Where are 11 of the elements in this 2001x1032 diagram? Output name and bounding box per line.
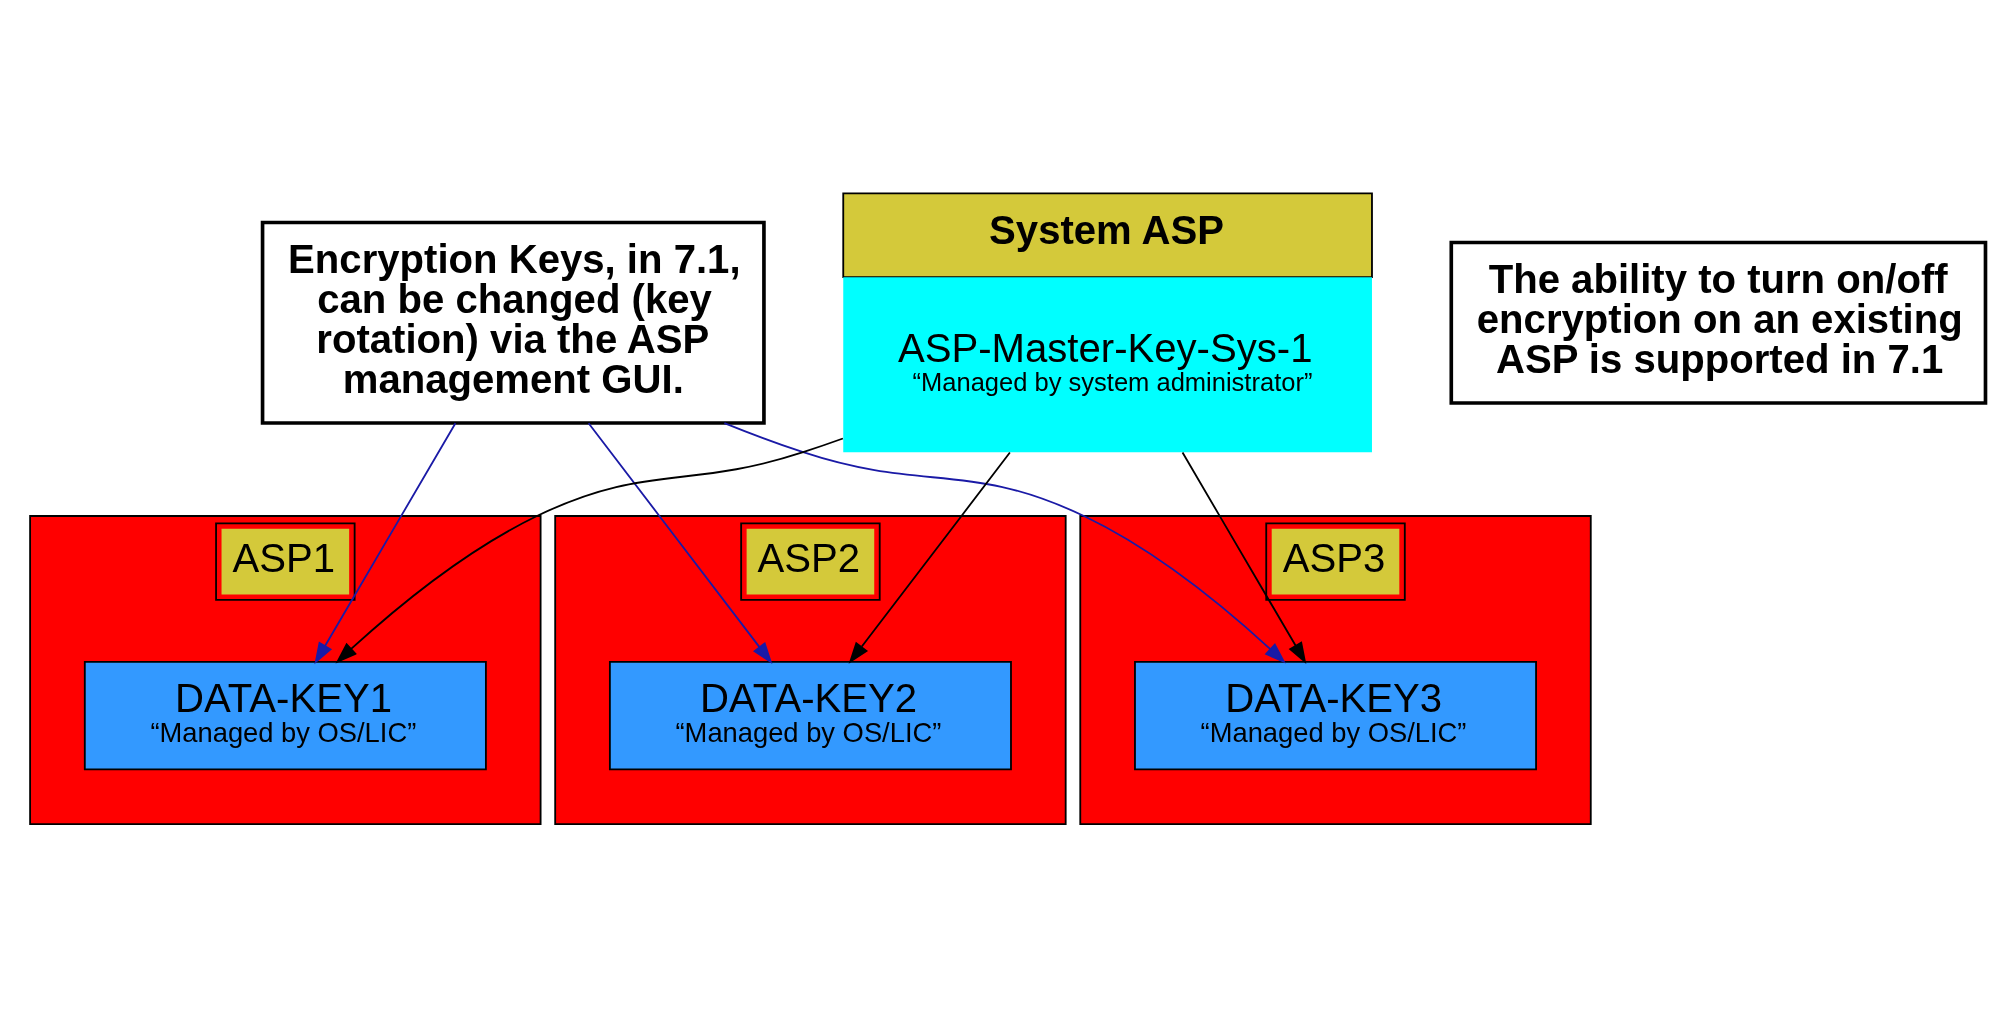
arrow xyxy=(587,422,773,664)
arrow xyxy=(848,451,1011,664)
node-box: Encryption Keys, in 7.1, can be changed (key rotation) via the ASP management GUI. xyxy=(260,220,766,425)
node-box: The ability to turn on/off encryption on an existing ASP is supported in 7.1 xyxy=(1449,240,1988,405)
node-box: DATA-KEY2 “Managed by OS/LIC” xyxy=(608,660,1012,771)
node-box: DATA-KEY3 “Managed by OS/LIC” xyxy=(1134,660,1537,771)
arrow xyxy=(723,422,1286,664)
arrow xyxy=(1181,451,1307,664)
arrow xyxy=(335,437,844,664)
arrow xyxy=(314,422,457,665)
node-box: DATA-KEY1 “Managed by OS/LIC” xyxy=(83,660,487,771)
